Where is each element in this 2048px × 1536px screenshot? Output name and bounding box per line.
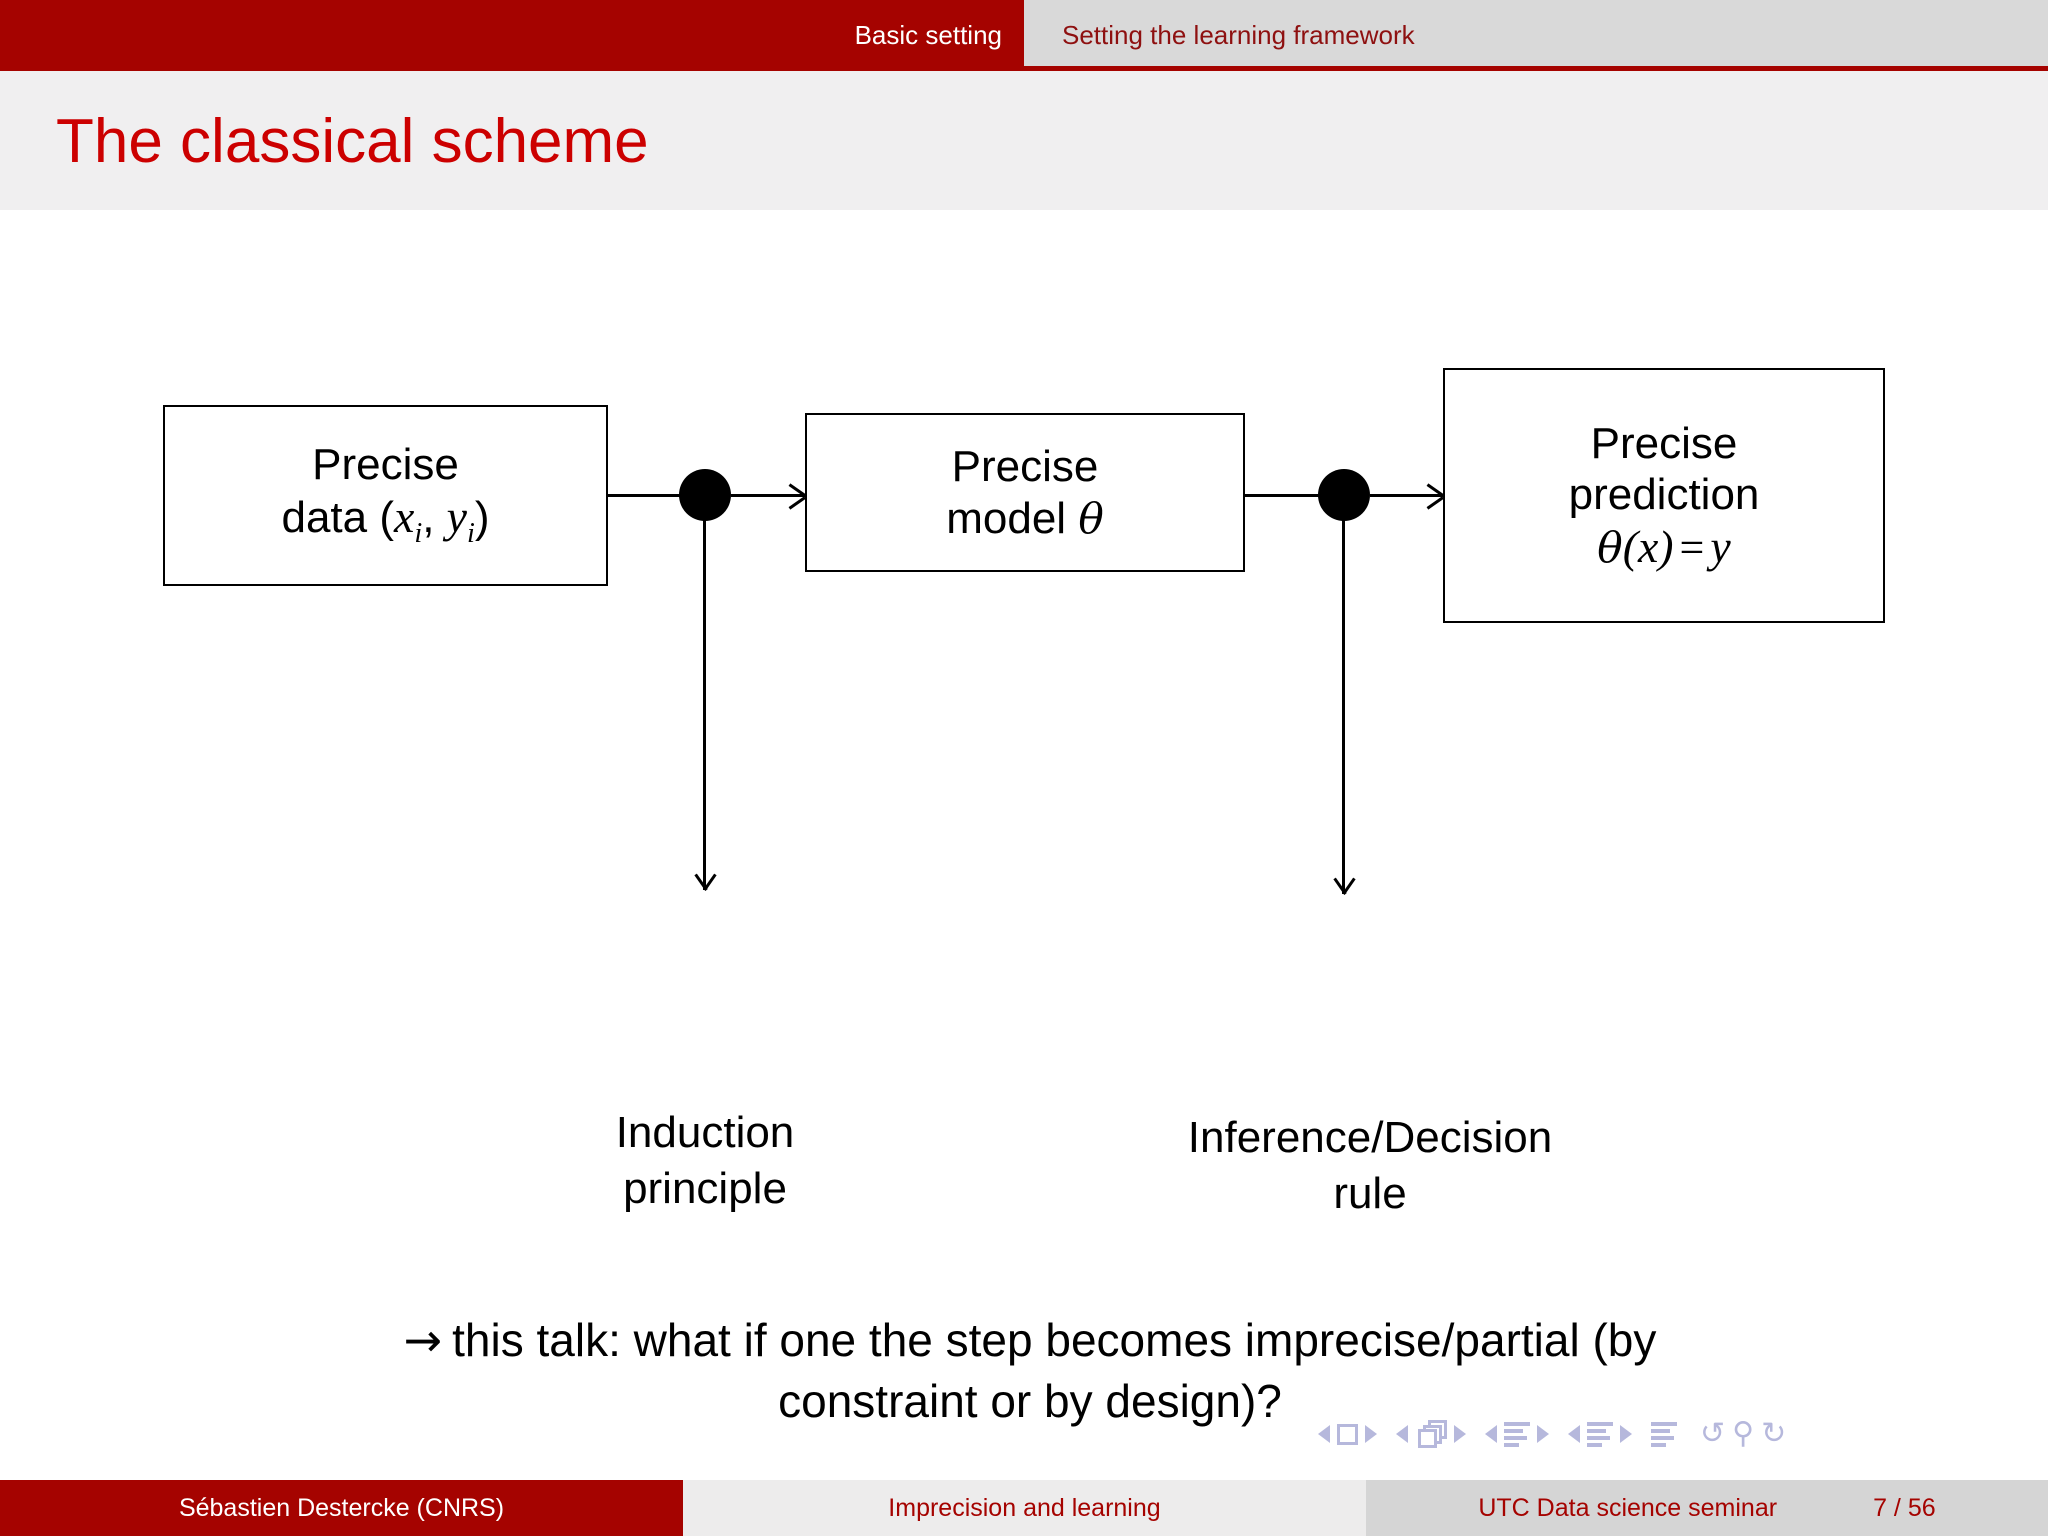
diagram-canvas: Precise data (xi, yi) Precise model θ Pr…: [0, 210, 2048, 1480]
step-label-induction-principle: Induction principle: [485, 1105, 925, 1218]
header-tab-basic-setting[interactable]: Basic setting: [0, 0, 1024, 71]
step-label-inference-decision-rule: Inference/Decision rule: [1085, 1110, 1655, 1223]
previous-section-icon[interactable]: [1568, 1425, 1580, 1443]
step-label-inference-decision-rule-line1: Inference/Decision: [1187, 1113, 1553, 1162]
previous-subsection-icon[interactable]: [1485, 1425, 1497, 1443]
footer-title-segment: Imprecision and learning: [683, 1480, 1366, 1536]
flow-box-precise-model: Precise model θ: [805, 413, 1245, 572]
flow-box-precise-data-line1: Precise: [312, 440, 459, 490]
flow-box-precise-data-prefix: data (: [281, 493, 394, 543]
connector-junction1-down: [703, 506, 706, 890]
nav-group-subsection[interactable]: [1485, 1421, 1549, 1447]
step-label-induction-principle-line1: Induction: [615, 1108, 795, 1157]
flow-box-precise-data: Precise data (xi, yi): [163, 405, 608, 586]
header-underline-rule: [0, 66, 2048, 71]
flow-box-precise-model-line2: model θ: [946, 493, 1104, 544]
current-slide-icon[interactable]: [1337, 1423, 1358, 1445]
flow-box-precise-prediction-formula: θ(x)=y: [1597, 520, 1730, 573]
math-comma: ,: [422, 493, 447, 543]
next-frame-icon[interactable]: [1454, 1425, 1466, 1443]
header-tab-setting-the-learning-framework[interactable]: Setting the learning framework: [1024, 0, 2048, 71]
connector-model-to-junction2: [1245, 494, 1319, 497]
step-label-induction-principle-line2: principle: [623, 1164, 787, 1214]
next-section-icon[interactable]: [1620, 1425, 1632, 1443]
math-symbol-theta: θ: [1597, 522, 1623, 572]
connector-junction1-to-model: [731, 494, 805, 497]
slide-footer: Sébastien Destercke (CNRS) Imprecision a…: [0, 1480, 2048, 1536]
nav-group-presentation[interactable]: [1651, 1421, 1677, 1447]
footer-author-label: Sébastien Destercke (CNRS): [178, 1493, 505, 1522]
footer-venue-segment: UTC Data science seminar 7 / 56: [1366, 1480, 2048, 1536]
presentation-lines-icon[interactable]: [1651, 1421, 1677, 1447]
footer-author-segment: Sébastien Destercke (CNRS): [0, 1480, 683, 1536]
flow-box-precise-model-prefix: model: [946, 493, 1079, 543]
page-title: The classical scheme: [56, 107, 649, 176]
slide-statement-line2: constraint or by design)?: [778, 1375, 1282, 1428]
footer-venue-label: UTC Data science seminar: [1478, 1493, 1778, 1522]
search-icon[interactable]: ⚲: [1732, 1417, 1755, 1450]
slide-statement: →this talk: what if one the step becomes…: [150, 1310, 1910, 1432]
connector-junction2-to-prediction: [1370, 494, 1443, 497]
nav-group-slide[interactable]: [1318, 1423, 1377, 1445]
math-variable-y: y: [1710, 520, 1731, 572]
math-variable-x-i: xi: [394, 491, 423, 550]
flow-box-precise-model-line1: Precise: [951, 442, 1099, 492]
right-arrow-icon: →: [403, 1313, 443, 1367]
previous-slide-icon[interactable]: [1318, 1425, 1330, 1443]
connector-junction2-down: [1342, 506, 1345, 894]
header-tab-setting-the-learning-framework-label: Setting the learning framework: [1062, 20, 1415, 50]
flow-box-precise-prediction-line1: Precise: [1590, 418, 1738, 468]
flow-box-precise-prediction-line2: prediction: [1568, 469, 1760, 519]
math-symbol-theta: θ: [1078, 493, 1104, 543]
beamer-navigation-symbols[interactable]: ↺ ⚲ ↻: [1318, 1412, 2018, 1456]
header-tab-basic-setting-label: Basic setting: [854, 20, 1002, 50]
next-slide-icon[interactable]: [1365, 1425, 1377, 1443]
next-subsection-icon[interactable]: [1537, 1425, 1549, 1443]
back-icon[interactable]: ↺: [1700, 1417, 1726, 1450]
slide-header-navigation: Basic setting Setting the learning frame…: [0, 0, 2048, 71]
flow-box-precise-data-line2: data (xi, yi): [281, 490, 489, 551]
frame-stack-icon[interactable]: [1415, 1420, 1447, 1448]
nav-group-section[interactable]: [1568, 1421, 1632, 1447]
section-lines-icon[interactable]: [1587, 1421, 1613, 1447]
slide-statement-line1: this talk: what if one the step becomes …: [452, 1314, 1657, 1366]
previous-frame-icon[interactable]: [1396, 1425, 1408, 1443]
flow-box-precise-data-suffix: ): [474, 493, 490, 543]
step-label-inference-decision-rule-line2: rule: [1333, 1169, 1407, 1219]
subsection-lines-icon[interactable]: [1504, 1421, 1530, 1447]
nav-group-frame[interactable]: [1396, 1420, 1466, 1448]
connector-data-to-junction1: [608, 494, 680, 497]
math-variable-y-i: yi: [446, 491, 475, 550]
math-paren-close: ): [1658, 520, 1674, 572]
footer-title-label: Imprecision and learning: [888, 1493, 1161, 1522]
math-paren-open: (: [1622, 520, 1638, 572]
forward-icon[interactable]: ↻: [1761, 1417, 1787, 1450]
footer-page-number: 7 / 56: [1873, 1493, 1936, 1522]
flow-box-precise-prediction: Precise prediction θ(x)=y: [1443, 368, 1885, 623]
math-variable-x: x: [1637, 520, 1659, 572]
title-band: [0, 71, 2048, 210]
math-equals: =: [1679, 522, 1705, 572]
